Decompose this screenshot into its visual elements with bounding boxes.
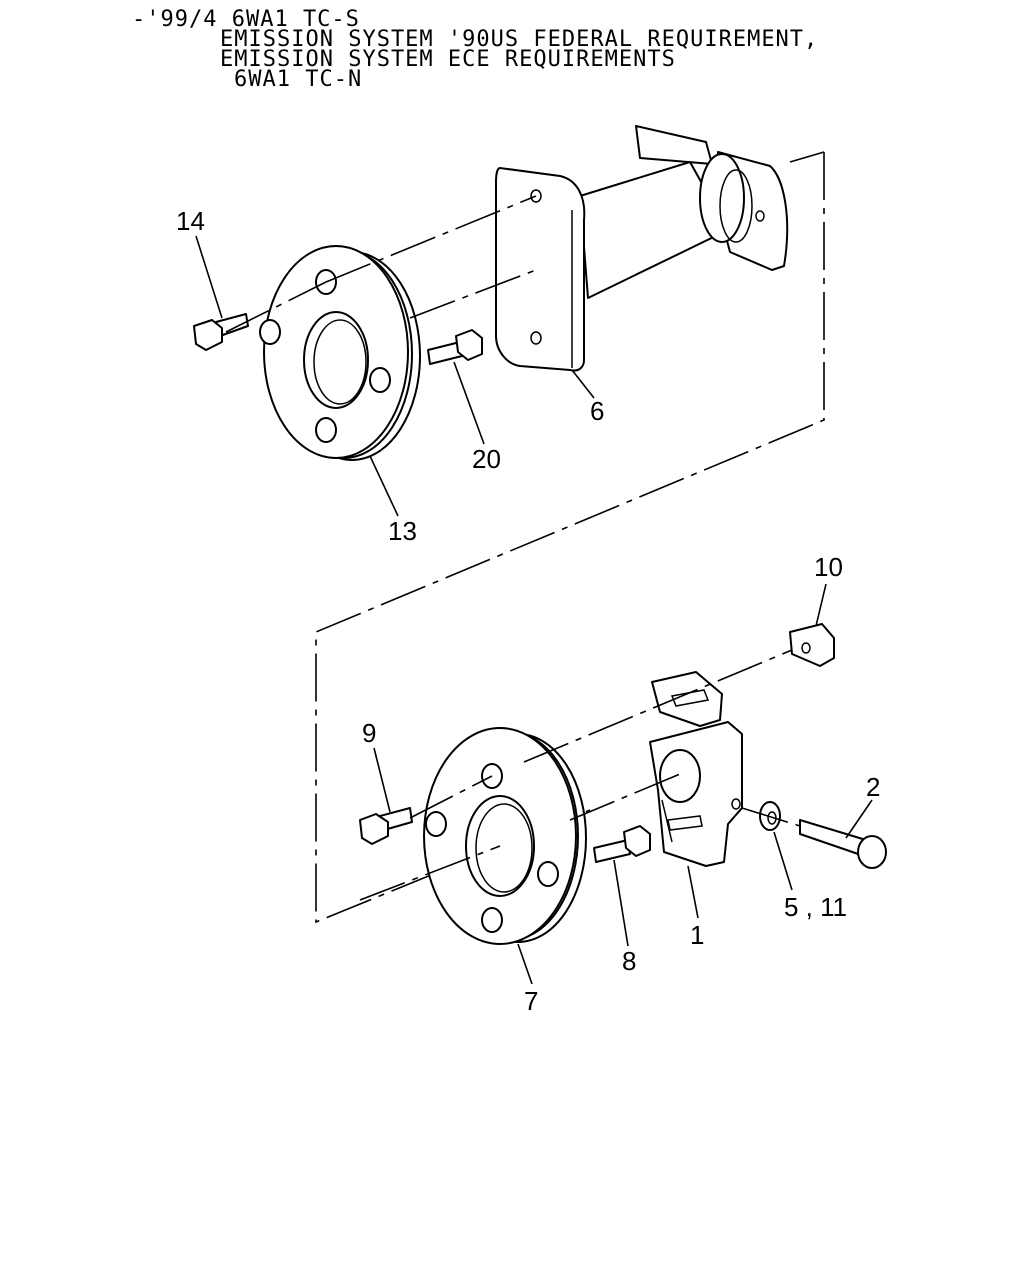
disc-7-hole-bottom: [481, 907, 503, 933]
disc-7-bore-inner: [475, 803, 533, 893]
nut-10-hole: [801, 642, 811, 654]
centerline-bracket: [569, 773, 681, 821]
diagram-header: -'99/4 6WA1 TC-S EMISSION SYSTEM '90US F…: [132, 7, 818, 92]
leader-6: [571, 369, 595, 399]
callout-20: 20: [472, 444, 501, 474]
callout-1: 1: [690, 920, 704, 950]
boundary-top-edge: [789, 151, 825, 163]
disc-13-hole-bottom: [315, 417, 337, 443]
bracket-top-ear: [651, 671, 723, 727]
lower-center-lines: [359, 649, 801, 901]
flange-hole-bottom: [530, 331, 542, 345]
bolt-14-head: [193, 319, 223, 351]
disc-13-nut-left: [259, 319, 281, 345]
part-6-shaft: [495, 125, 789, 372]
leader-1: [687, 865, 699, 919]
leader-20: [453, 361, 485, 445]
callout-5-11: 5 , 11: [784, 892, 847, 922]
centerline-mid: [409, 269, 537, 319]
nut-10-body: [789, 623, 835, 667]
assembly-boundary: [315, 151, 825, 924]
header-line-2: EMISSION SYSTEM '90US FEDERAL REQUIREMEN…: [220, 27, 818, 52]
centerline-top: [325, 195, 537, 283]
leader-8: [613, 859, 629, 947]
leader-9: [373, 747, 391, 813]
disc-13-bore-inner: [313, 319, 367, 405]
disc-13-nut-right: [369, 367, 391, 393]
callout-2: 2: [866, 772, 880, 802]
part-9-bolt: [359, 807, 413, 845]
callout-14: 14: [176, 206, 205, 236]
bracket-side-hole: [731, 798, 741, 810]
header-line-3: EMISSION SYSTEM ECE REQUIREMENTS: [220, 47, 676, 72]
leader-7: [517, 943, 533, 985]
callouts: 14 20 6 13 10 9 2 5 , 11 1 8 7: [176, 206, 880, 1016]
bolt-8-shank: [593, 839, 631, 863]
header-line-1: -'99/4 6WA1 TC-S: [132, 7, 360, 32]
bolt-9-head: [359, 813, 389, 845]
boundary-line: [315, 152, 825, 924]
centerline-disc-7: [359, 845, 501, 901]
callout-10: 10: [814, 552, 843, 582]
rear-flange-hole: [755, 210, 765, 222]
callout-6: 6: [590, 396, 604, 426]
disc-7-nut-right: [537, 861, 559, 887]
bolt-2-shank: [799, 819, 867, 857]
upper-center-lines: [225, 195, 537, 333]
bolt-20-head: [455, 329, 483, 361]
part-7-coupling-disc: [423, 727, 587, 945]
header-line-4: 6WA1 TC-N: [234, 67, 362, 92]
flange-hole-top: [530, 189, 542, 203]
bracket-bottom-slot: [667, 815, 703, 831]
callout-9: 9: [362, 718, 376, 748]
centerline-nut-10: [523, 649, 793, 763]
part-1-bracket: [649, 671, 743, 867]
leader-13: [369, 455, 399, 517]
part-20-bolt: [427, 329, 483, 365]
callout-8: 8: [622, 946, 636, 976]
bolt-8-head: [623, 825, 651, 857]
centerline-bolt-14: [225, 281, 327, 333]
centerline-bolt-2: [741, 807, 801, 827]
front-flange-plate: [495, 167, 586, 372]
rear-flange-top: [635, 125, 713, 165]
part-13-coupling-disc: [259, 245, 421, 461]
leader-5-11: [773, 831, 793, 891]
bracket-bore: [659, 749, 701, 803]
shaft-collar-inner: [719, 169, 753, 243]
bolt-2-head: [857, 835, 887, 869]
centerline-bolt-9: [409, 775, 493, 819]
bracket-crease: [661, 799, 673, 843]
part-8-bolt: [593, 825, 651, 863]
bracket-body: [649, 721, 743, 867]
part-14-bolt: [193, 313, 249, 351]
leader-2: [845, 799, 873, 839]
callout-13: 13: [388, 516, 417, 546]
shaft-collar: [699, 153, 745, 243]
leader-14: [195, 235, 223, 319]
disc-7-nut-left: [425, 811, 447, 837]
leader-10: [815, 583, 827, 627]
part-2-bolt: [799, 819, 887, 869]
callout-7: 7: [524, 986, 538, 1016]
part-10-nut: [789, 623, 835, 667]
